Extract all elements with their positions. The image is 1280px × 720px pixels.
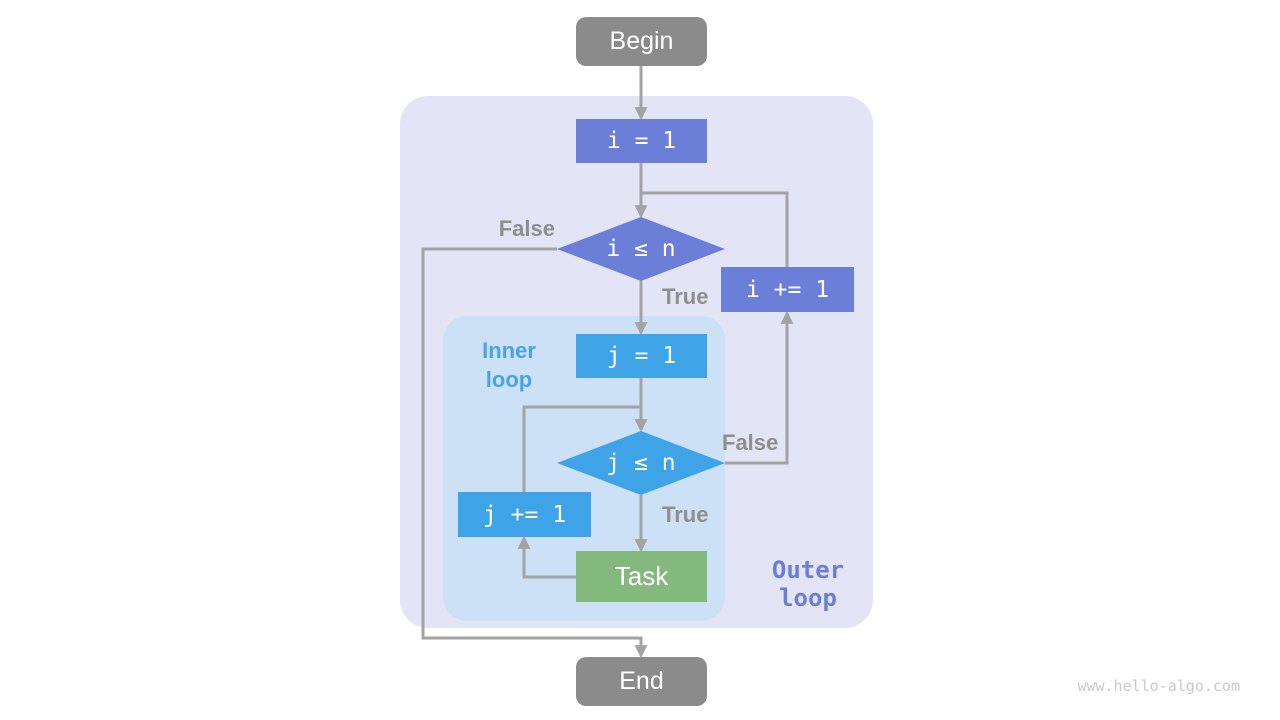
inner-loop-caption: Inner loop [482,338,536,392]
node-inc-i: i += 1 [721,267,854,312]
node-task: Task [576,551,707,602]
node-init-i: i = 1 [576,119,707,163]
node-begin: Begin [576,17,707,66]
edge-task-to-inc-j [517,535,576,579]
edge-label-outer-true: True [662,284,709,309]
watermark: www.hello-algo.com [1077,677,1240,695]
node-init-j: j = 1 [576,334,707,378]
node-inc-j: j += 1 [458,492,591,537]
outer-loop-caption: Outer loop [771,556,845,612]
node-end: End [576,657,707,706]
edge-inc-i-loopback [641,191,789,267]
edge-label-inner-true: True [662,502,709,527]
edge-cond-j-false-to-inc-i [725,310,794,465]
edge-label-outer-false: False [498,216,555,241]
edge-inc-j-loopback [522,405,641,492]
edge-cond-i-false-to-end [421,247,648,659]
edge-label-inner-false: False [722,430,779,455]
